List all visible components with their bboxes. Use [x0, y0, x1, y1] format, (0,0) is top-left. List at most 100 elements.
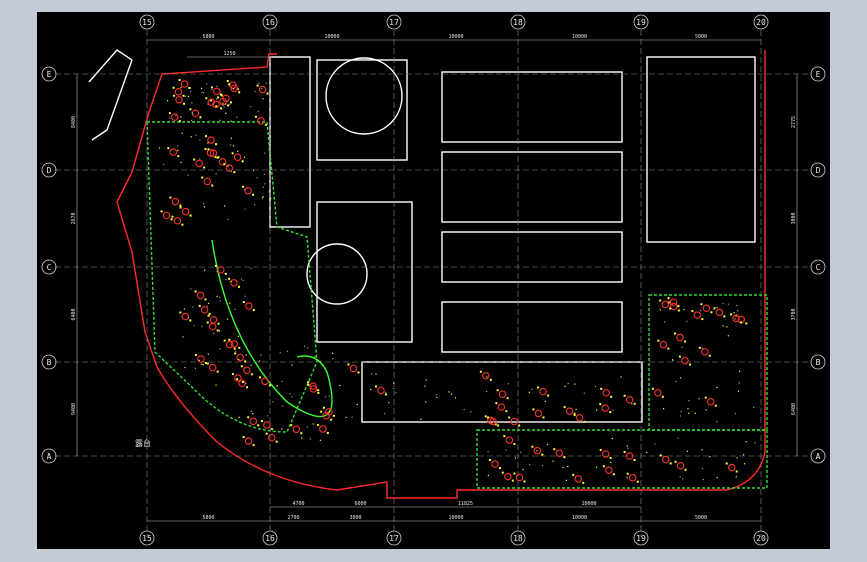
chair-symbol: [542, 416, 545, 419]
chair-symbol: [258, 376, 261, 379]
table-symbol: [515, 473, 524, 482]
detail-mark: [754, 442, 756, 444]
chair-symbol: [233, 347, 236, 350]
chair-symbol: [223, 339, 226, 342]
chair-symbol: [667, 297, 670, 300]
dim-bottom-sub-text: 6000: [354, 501, 366, 507]
chair-symbol: [735, 470, 738, 473]
detail-mark: [258, 82, 260, 84]
detail-mark: [435, 394, 437, 396]
detail-mark: [203, 206, 206, 208]
detail-mark: [180, 161, 182, 164]
table-symbol: [206, 149, 215, 157]
chair-symbol: [623, 394, 626, 397]
detail-mark: [736, 457, 738, 459]
detail-mark: [393, 382, 395, 384]
chair-symbol: [252, 444, 255, 447]
detail-mark: [286, 350, 289, 352]
chair-symbol: [223, 163, 226, 166]
chair-symbol: [582, 481, 585, 484]
chair-symbol: [714, 404, 717, 407]
grid-label-col-18: 18: [513, 18, 523, 27]
detail-mark: [238, 416, 240, 418]
chair-symbol: [494, 423, 497, 426]
table-symbol: [510, 417, 518, 426]
detail-mark: [198, 359, 200, 361]
chair-symbol: [322, 406, 325, 409]
chair-symbol: [497, 424, 500, 427]
detail-mark: [425, 401, 427, 403]
table-symbol: [258, 85, 267, 94]
chair-symbol: [745, 322, 748, 325]
chair-symbol: [228, 83, 231, 86]
table-symbol: [602, 389, 610, 397]
detail-mark: [536, 450, 538, 452]
chair-symbol: [183, 102, 186, 105]
chair-symbol: [168, 112, 171, 115]
detail-mark: [486, 376, 488, 378]
table-symbol: [702, 304, 711, 312]
chair-symbol: [189, 214, 192, 217]
chair-symbol: [384, 393, 387, 396]
detail-mark: [505, 449, 507, 451]
dim-top-text: 5000: [695, 34, 707, 40]
detail-mark: [245, 382, 247, 385]
chair-symbol: [317, 389, 320, 392]
chair-symbol: [573, 412, 576, 415]
detail-mark: [250, 410, 252, 412]
detail-mark: [188, 87, 190, 89]
detail-mark: [263, 173, 265, 176]
detail-mark: [232, 145, 235, 147]
detail-mark: [375, 373, 377, 375]
detail-mark: [257, 110, 259, 113]
terrace-label: 露台: [135, 438, 151, 448]
table-symbol: [234, 374, 242, 382]
detail-mark: [309, 438, 312, 440]
grid-label-col-15: 15: [142, 18, 152, 27]
detail-mark: [528, 463, 531, 466]
detail-mark: [463, 408, 465, 411]
chair-symbol: [563, 456, 566, 459]
chair-symbol: [508, 416, 511, 419]
detail-mark: [590, 421, 592, 423]
grid-bubble-row-E: [41, 66, 57, 82]
detail-mark: [726, 326, 728, 328]
detail-mark: [683, 308, 685, 311]
detail-mark: [193, 325, 195, 327]
chair-symbol: [182, 94, 185, 97]
detail-mark: [339, 384, 341, 387]
table-symbol: [676, 333, 684, 342]
detail-mark: [564, 385, 566, 387]
detail-mark: [184, 95, 187, 97]
chair-symbol: [214, 264, 217, 267]
chair-symbol: [506, 397, 509, 400]
table-symbol: [629, 474, 637, 482]
chair-symbol: [173, 94, 176, 97]
detail-mark: [487, 451, 489, 453]
detail-mark: [211, 89, 213, 91]
detail-mark: [207, 302, 210, 305]
grid-bubble-col-16: [262, 530, 278, 546]
chair-symbol: [573, 414, 576, 417]
chair-symbol: [250, 373, 253, 376]
table-symbol: [197, 355, 205, 363]
table-symbol: [325, 408, 333, 416]
detail-mark: [189, 91, 192, 93]
chair-symbol: [633, 458, 636, 461]
grid-label-row-D: D: [816, 166, 821, 175]
detail-mark: [448, 391, 450, 393]
chair-symbol: [201, 176, 204, 179]
table-symbol: [625, 395, 634, 404]
table-symbol: [244, 437, 253, 445]
chair-symbol: [489, 378, 492, 381]
detail-mark: [686, 320, 688, 322]
chair-symbol: [513, 443, 516, 446]
grid-label-row-E: E: [47, 70, 52, 79]
detail-mark: [207, 103, 209, 105]
chair-symbol: [710, 311, 713, 314]
table-symbol: [203, 177, 212, 186]
detail-mark: [716, 307, 718, 309]
detail-mark: [565, 479, 568, 481]
detail-mark: [289, 392, 291, 395]
